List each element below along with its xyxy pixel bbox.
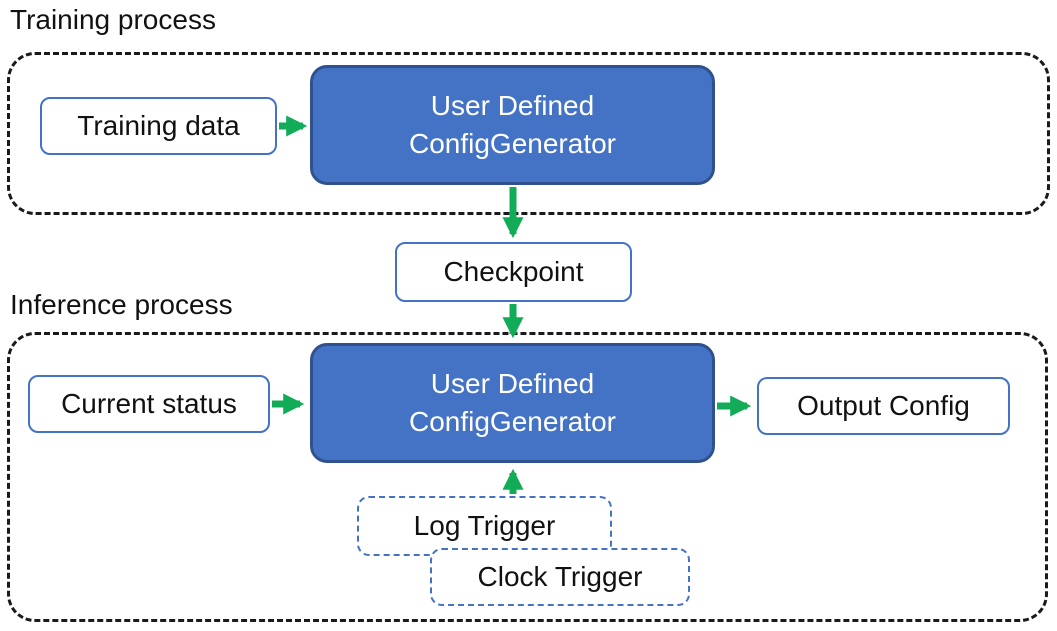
checkpoint-label: Checkpoint	[443, 256, 584, 287]
current-status-box: Current status	[28, 375, 270, 433]
training-config-generator-box: User Defined ConfigGenerator	[310, 65, 715, 185]
training-data-box: Training data	[40, 97, 277, 155]
inference-generator-line2: ConfigGenerator	[408, 406, 616, 437]
training-generator-line1: User Defined	[430, 90, 595, 121]
training-data-label: Training data	[77, 110, 240, 141]
training-generator-line2: ConfigGenerator	[408, 128, 616, 159]
checkpoint-box: Checkpoint	[395, 242, 632, 302]
output-config-label: Output Config	[797, 390, 970, 421]
inference-config-generator-box: User Defined ConfigGenerator	[310, 343, 715, 463]
inference-process-label: Inference process	[10, 289, 233, 320]
training-process-label: Training process	[10, 4, 216, 35]
clock-trigger-label: Clock Trigger	[477, 561, 643, 592]
training-process-container	[7, 52, 1050, 215]
clock-trigger-box: Clock Trigger	[430, 548, 690, 606]
inference-process-container	[7, 332, 1048, 622]
log-trigger-box: Log Trigger	[357, 496, 612, 556]
output-config-box: Output Config	[757, 377, 1010, 435]
inference-generator-line1: User Defined	[430, 368, 595, 399]
current-status-label: Current status	[61, 388, 237, 419]
log-trigger-label: Log Trigger	[413, 510, 556, 541]
